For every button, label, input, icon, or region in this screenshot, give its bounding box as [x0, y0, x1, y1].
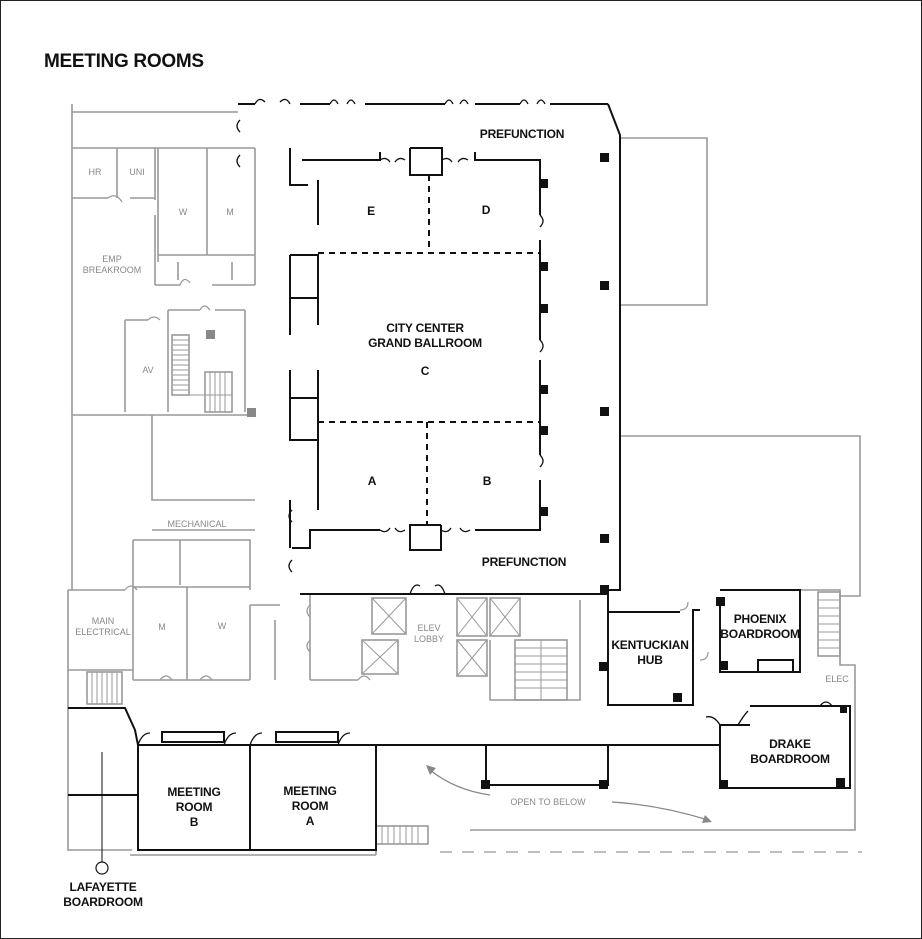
- service-areas: [67, 104, 862, 856]
- room-c-label: C: [421, 364, 430, 378]
- emp-label-line2: BREAKROOM: [83, 265, 142, 275]
- room-d-label: D: [482, 203, 491, 217]
- meeting-room-a-line2: ROOM: [292, 799, 329, 813]
- hr-label: HR: [89, 167, 102, 177]
- open-to-below-label: OPEN TO BELOW: [510, 797, 586, 807]
- main-electrical-line2: ELECTRICAL: [75, 627, 131, 637]
- phoenix-label-line2: BOARDROOM: [720, 627, 800, 641]
- drake-label-line2: BOARDROOM: [750, 752, 830, 766]
- room-b-label: B: [483, 474, 492, 488]
- lafayette-label-line2: BOARDROOM: [63, 895, 143, 909]
- room-e-label: E: [367, 204, 375, 218]
- av-label: AV: [142, 365, 153, 375]
- drake-label-line1: DRAKE: [769, 737, 811, 751]
- meeting-room-b-line1: MEETING: [167, 785, 220, 799]
- m-top-label: M: [226, 207, 234, 217]
- meeting-room-b-line2: ROOM: [176, 800, 213, 814]
- mechanical-label: MECHANICAL: [167, 519, 226, 529]
- uni-label: UNI: [129, 167, 145, 177]
- w-bottom-label: W: [218, 621, 227, 631]
- w-top-label: W: [179, 207, 188, 217]
- lafayette-label-line1: LAFAYETTE: [69, 880, 136, 894]
- m-bottom-label: M: [158, 622, 166, 632]
- ballroom-label-line1: CITY CENTER: [386, 321, 464, 335]
- meeting-room-a-line3: A: [306, 814, 315, 828]
- main-electrical-line1: MAIN: [92, 616, 115, 626]
- map-title: MEETING ROOMS: [44, 51, 204, 72]
- prefunction-bottom-label: PREFUNCTION: [482, 555, 566, 569]
- elev-lobby-line1: ELEV: [417, 623, 440, 633]
- elev-lobby-line2: LOBBY: [414, 634, 444, 644]
- meeting-space-walls: [68, 98, 851, 875]
- emp-label-line1: EMP: [102, 254, 122, 264]
- room-a-label: A: [368, 474, 377, 488]
- meeting-room-a-line1: MEETING: [283, 784, 336, 798]
- phoenix-label-line1: PHOENIX: [734, 612, 787, 626]
- prefunction-top-label: PREFUNCTION: [480, 127, 564, 141]
- elec-label: ELEC: [825, 674, 849, 684]
- kentuckian-label-line1: KENTUCKIAN: [611, 638, 688, 652]
- ballroom-label-line2: GRAND BALLROOM: [368, 336, 482, 350]
- meeting-room-b-line3: B: [190, 815, 199, 829]
- kentuckian-label-line2: HUB: [637, 653, 663, 667]
